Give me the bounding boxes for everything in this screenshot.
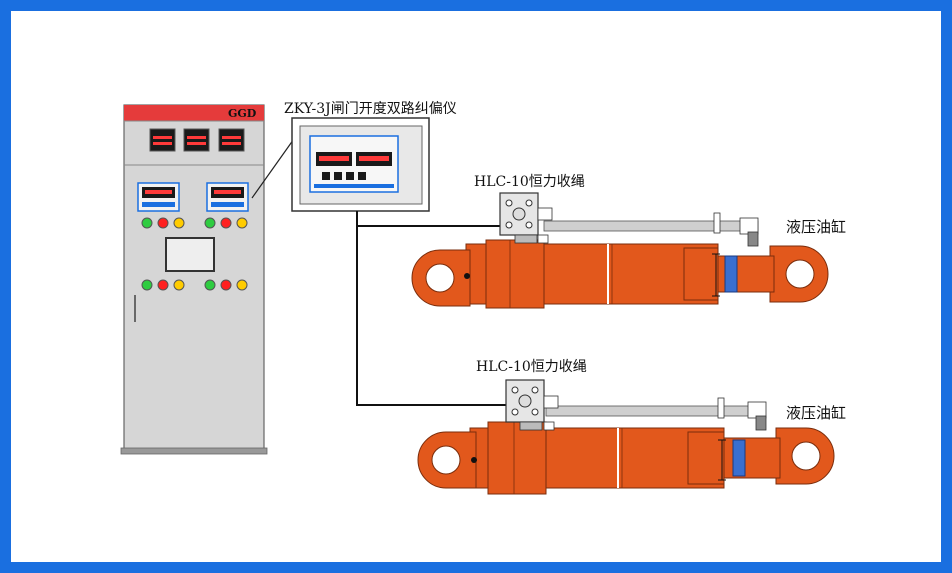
hydraulic-cylinder-1 [411,212,829,309]
leader-line [251,135,297,199]
cylinder-2-label: 液压油缸 [786,404,846,422]
constant-force-sensor-1: HLC-10恒力收绳 [474,174,585,244]
cylinder-1-label: 液压油缸 [786,218,846,236]
rod-seal [724,255,738,293]
indicator-lamps-row-2 [141,279,248,291]
cabinet-screen [165,237,215,272]
cabinet-meters [149,128,245,152]
signal-cables [356,211,510,406]
indicator-lamps-row-1 [141,217,248,229]
correction-instrument: ZKY-3J闸门开度双路纠偏仪 [284,101,457,212]
hydraulic-cylinder-2 [417,397,835,495]
constant-force-sensor-2: HLC-10恒力收绳 [476,359,587,431]
cabinet-controller-right [206,182,249,212]
rod-seal [732,439,746,477]
sensor-2-label: HLC-10恒力收绳 [476,359,587,375]
cabinet-controller-left [137,182,180,212]
cabinet-brand: GGD [228,107,257,120]
cabinet-top-band [124,105,264,121]
instrument-title: ZKY-3J闸门开度双路纠偏仪 [284,101,457,117]
control-cabinet: GGD [120,104,268,455]
sensor-1-label: HLC-10恒力收绳 [474,174,585,190]
